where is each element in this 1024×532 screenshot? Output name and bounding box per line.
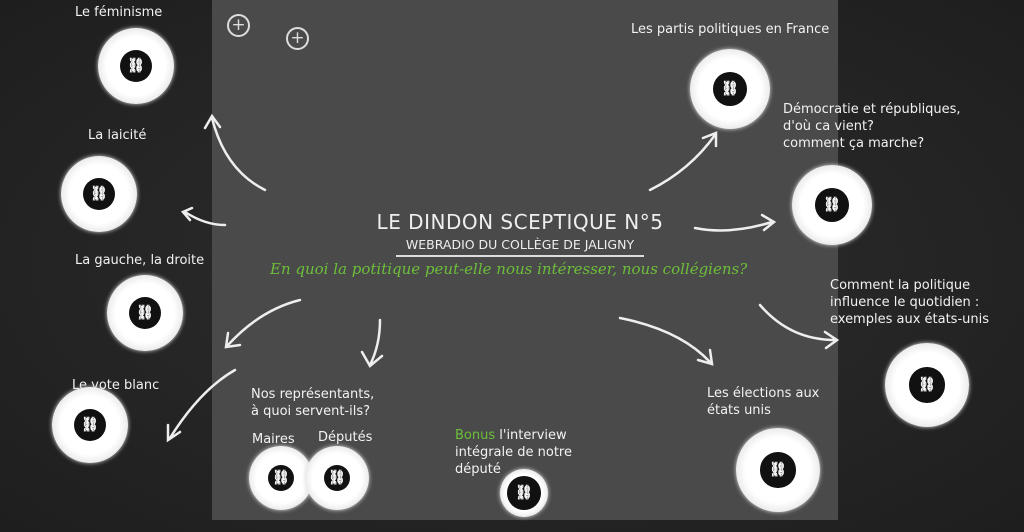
- link-button-maires[interactable]: ⛓: [249, 446, 313, 510]
- link-button-quotidien[interactable]: ⛓: [885, 343, 969, 427]
- label-bonus: Bonus l'interview intégrale de notre dép…: [455, 427, 572, 478]
- link-button-gauche-droite[interactable]: ⛓: [107, 275, 183, 351]
- link-icon: ⛓: [815, 188, 849, 222]
- main-title: LE DINDON SCEPTIQUE N°5: [376, 210, 664, 234]
- label-maires: Maires: [252, 432, 295, 447]
- label-partis: Les partis politiques en France: [631, 22, 830, 37]
- link-icon: ⛓: [323, 464, 351, 492]
- label-vote-blanc: Le vote blanc: [72, 378, 160, 393]
- link-icon: ⛓: [507, 476, 541, 510]
- title-block: LE DINDON SCEPTIQUE N°5 WEBRADIO DU COLL…: [300, 210, 740, 257]
- link-button-deputes[interactable]: ⛓: [305, 446, 369, 510]
- label-feminisme: Le féminisme: [75, 5, 163, 20]
- link-icon: ⛓: [129, 297, 161, 329]
- bonus-text: l'interview intégrale de notre député: [455, 428, 572, 477]
- plus-button-1[interactable]: +: [227, 14, 250, 37]
- subtitle: WEBRADIO DU COLLÈGE DE JALIGNY: [395, 237, 645, 257]
- label-quotidien: Comment la politique influence le quotid…: [830, 278, 990, 327]
- label-laicite: La laicité: [88, 128, 147, 143]
- link-button-elections[interactable]: ⛓: [736, 428, 820, 512]
- label-gauche-droite: La gauche, la droite: [75, 253, 205, 268]
- label-representants: Nos représentants, à quoi servent-ils?: [251, 387, 375, 419]
- link-icon: ⛓: [267, 464, 295, 492]
- bonus-tag: Bonus: [455, 428, 496, 443]
- label-elections: Les élections aux états unis: [707, 386, 820, 418]
- link-button-democratie[interactable]: ⛓: [792, 165, 872, 245]
- link-button-vote-blanc[interactable]: ⛓: [52, 387, 128, 463]
- link-icon: ⛓: [120, 50, 152, 82]
- link-icon: ⛓: [760, 452, 796, 488]
- link-icon: ⛓: [909, 367, 945, 403]
- link-button-feminisme[interactable]: ⛓: [98, 28, 174, 104]
- label-democratie: Démocratie et républiques, d'où ca vient…: [783, 102, 961, 151]
- link-icon: ⛓: [74, 409, 106, 441]
- link-icon: ⛓: [713, 72, 747, 106]
- plus-button-2[interactable]: +: [286, 27, 309, 50]
- link-button-laicite[interactable]: ⛓: [61, 156, 137, 232]
- label-deputes: Députés: [318, 430, 373, 445]
- link-button-partis[interactable]: ⛓: [690, 49, 770, 129]
- link-button-bonus[interactable]: ⛓: [500, 469, 548, 517]
- question: En quoi la potitique peut-elle nous inté…: [270, 260, 748, 278]
- link-icon: ⛓: [83, 178, 115, 210]
